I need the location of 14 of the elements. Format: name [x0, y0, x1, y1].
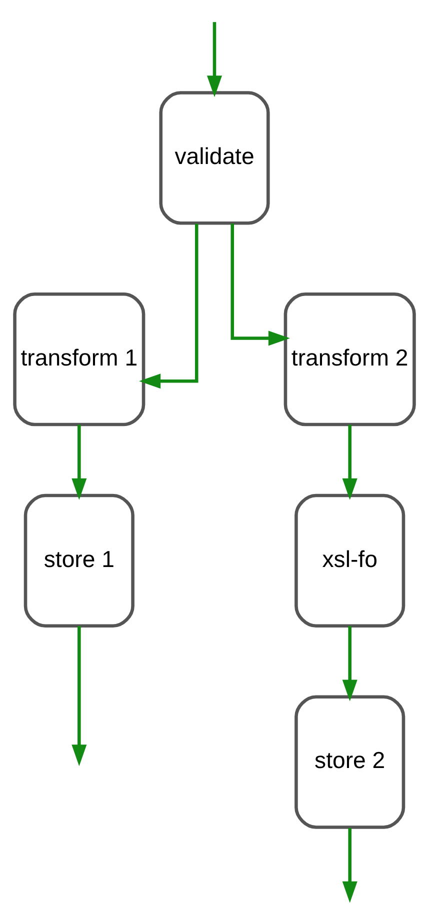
node-box: transform 2 [284, 292, 416, 426]
arrow [72, 626, 87, 766]
node-box: transform 1 [13, 292, 146, 426]
node-box: validate [159, 90, 270, 224]
arrow [342, 828, 358, 902]
arrow [230, 223, 290, 346]
arrow [139, 223, 198, 388]
node-box: store 2 [294, 694, 406, 828]
node-box: xsl-fo [294, 493, 406, 628]
node-box: store 1 [24, 493, 134, 628]
arrow [72, 424, 87, 500]
arrow [206, 22, 222, 97]
arrow [342, 626, 358, 701]
arrow [342, 424, 358, 500]
